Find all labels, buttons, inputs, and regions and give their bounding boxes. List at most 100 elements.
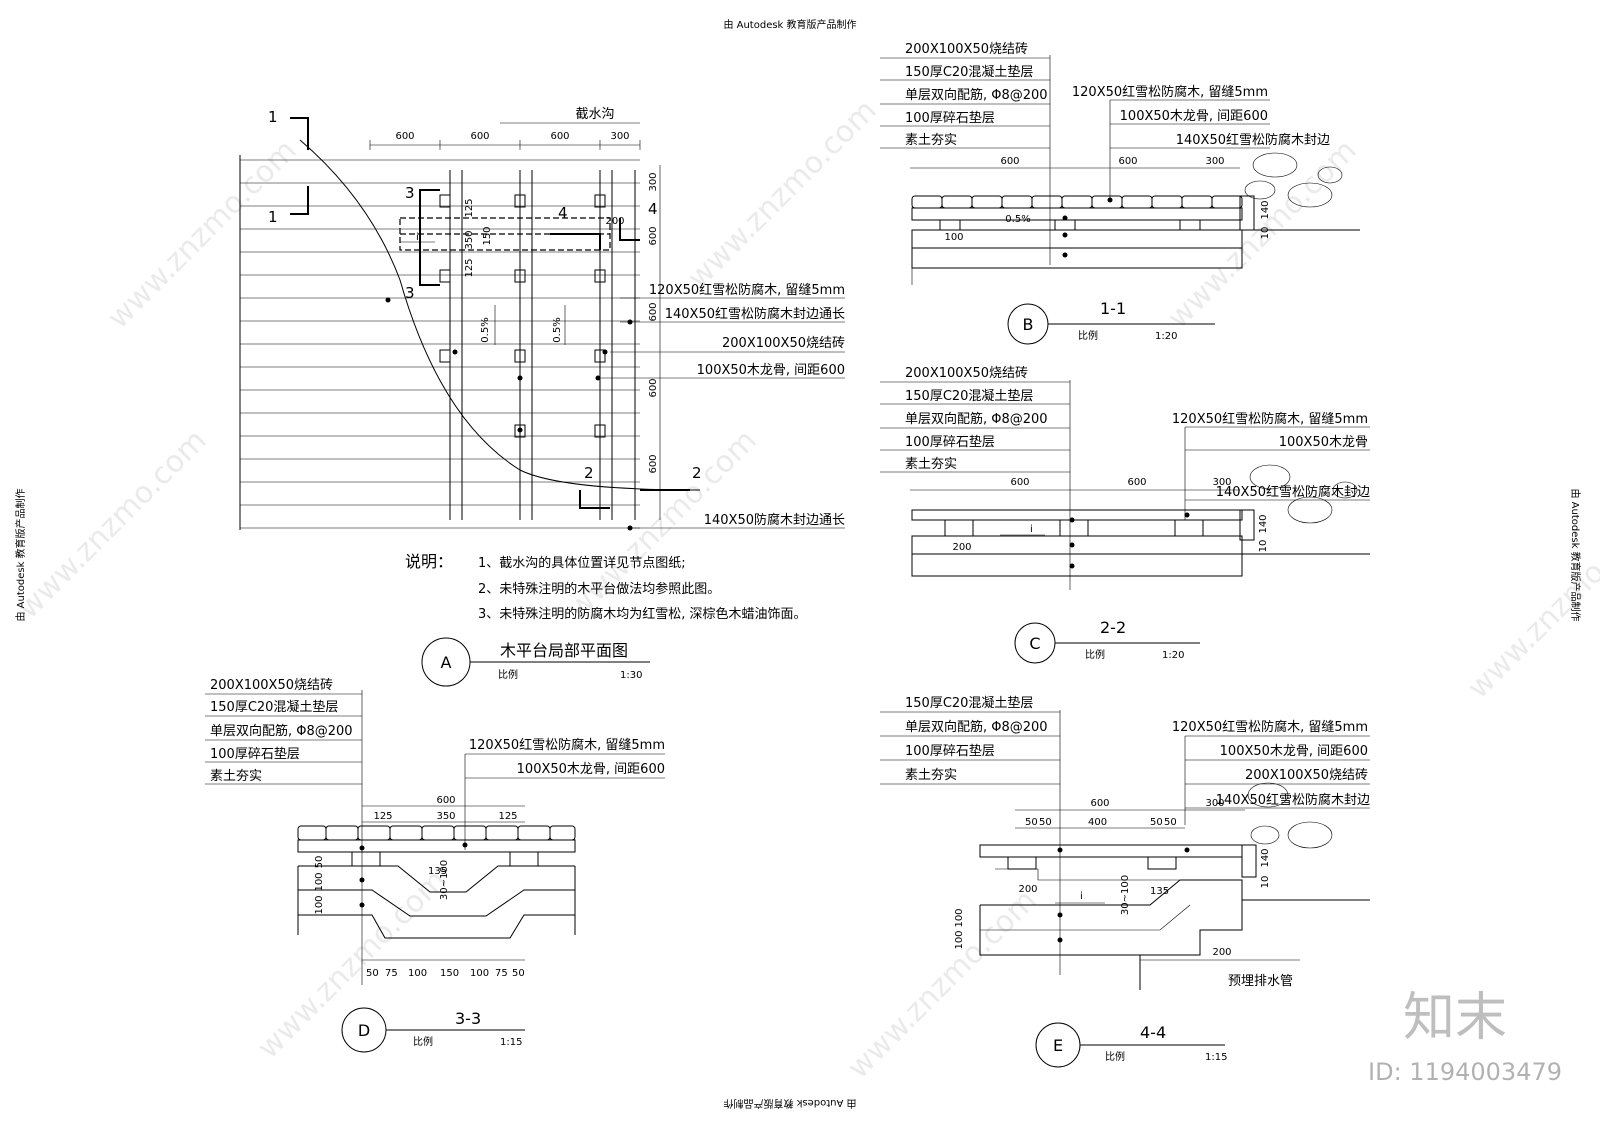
section-e-layer: 单层双向配筋, Φ8@200 (905, 719, 1048, 735)
section-b-callout: 140X50红雪松防腐木封边 (1176, 132, 1330, 148)
section-d-dim-bottom: 75 (495, 968, 508, 979)
section-b-scale-label: 比例 (1078, 329, 1098, 342)
plan-dim-right: 600 (648, 454, 659, 473)
plan-dim-mid: 125 (464, 198, 475, 217)
section-c-scale: 1:20 (1162, 650, 1184, 661)
section-d-layer: 150厚C20混凝土垫层 (210, 699, 338, 715)
section-mark: 4 (558, 204, 568, 222)
section-d-layer: 素土夯实 (210, 769, 262, 784)
section-e-dim-top: 50 (1150, 817, 1163, 828)
plan-a-title: A 木平台局部平面图 比例 1:30 (421, 637, 650, 687)
watermark-url: www.znzmo.com (251, 863, 454, 1066)
section-d-callout: 120X50红雪松防腐木, 留缝5mm (469, 737, 665, 753)
section-c-layer: 150厚C20混凝土垫层 (905, 388, 1033, 404)
section-e-layer: 100厚碎石垫层 (905, 743, 995, 759)
plan-flow: i (416, 232, 419, 243)
plan-dim-right: 600 (648, 302, 659, 321)
plan-callout: 120X50红雪松防腐木, 留缝5mm (649, 282, 845, 298)
plan-a-title-text: 木平台局部平面图 (500, 641, 628, 660)
watermark-url: www.znzmo.com (11, 423, 214, 626)
plan-dim-right: 300 (648, 172, 659, 191)
section-b-callout: 100X50木龙骨, 间距600 (1120, 109, 1268, 124)
section-e-dim-range: 30~100 (1120, 875, 1131, 915)
plan-callout: 140X50红雪松防腐木封边通长 (665, 306, 845, 322)
section-e-dim-top: 400 (1088, 817, 1107, 828)
section-mark: 2 (584, 464, 594, 482)
section-c-layer: 单层双向配筋, Φ8@200 (905, 411, 1048, 427)
section-b-dim: 300 (1205, 156, 1224, 167)
brand-watermark: 知末 (1403, 988, 1507, 1048)
section-e-dim-140: 140 (1260, 848, 1271, 867)
section-e-label: E (1053, 1036, 1063, 1055)
section-mark: 3 (405, 284, 415, 302)
section-b-layer: 150厚C20混凝土垫层 (905, 64, 1033, 80)
section-c-drawing: 200X100X50烧结砖 150厚C20混凝土垫层 单层双向配筋, Φ8@20… (880, 366, 1370, 664)
section-c-scale-label: 比例 (1085, 648, 1105, 661)
watermark-layer: www.znzmo.com www.znzmo.com www.znzmo.co… (11, 93, 1600, 1086)
section-b-dim: 600 (1118, 156, 1137, 167)
section-d-dim-left: 100 (314, 895, 325, 914)
section-d-dim-bottom: 150 (440, 968, 459, 979)
section-d-callout: 100X50木龙骨, 间距600 (517, 762, 665, 777)
plan-a-scale: 1:30 (620, 670, 642, 681)
section-b-layer: 素土夯实 (905, 133, 957, 148)
section-e-dim-top: 50 (1164, 817, 1177, 828)
section-d-dim-bottom: 100 (470, 968, 489, 979)
watermark-url: www.znzmo.com (681, 93, 884, 296)
plan-dim-right: 600 (648, 226, 659, 245)
plan-dim-top: 300 (610, 131, 629, 142)
section-e-drawing: 150厚C20混凝土垫层 单层双向配筋, Φ8@200 100厚碎石垫层 素土夯… (880, 695, 1370, 1068)
section-mark: 4 (648, 200, 658, 218)
note-item: 2、未特殊注明的木平台做法均参照此图。 (478, 581, 720, 597)
section-e-dim-135: 135 (1150, 886, 1169, 897)
section-d-scale: 1:15 (500, 1037, 522, 1048)
section-d-dim-bottom: 75 (385, 968, 398, 979)
id-watermark: ID: 1194003479 (1368, 1058, 1562, 1086)
section-b-title: 1-1 (1100, 299, 1126, 318)
plan-dim-mid: 150 (482, 226, 493, 245)
section-e-dim-left: 100 (954, 930, 965, 949)
section-b-drawing: 200X100X50烧结砖 150厚C20混凝土垫层 单层双向配筋, Φ8@20… (880, 42, 1360, 345)
section-c-layer: 100厚碎石垫层 (905, 434, 995, 450)
section-c-dim: 600 (1127, 477, 1146, 488)
section-d-dim-range: 30~100 (439, 860, 450, 900)
section-e-dim-200b: 200 (1212, 947, 1231, 958)
header-credit: 由 Autodesk 教育版产品制作 (723, 18, 856, 31)
section-c-layer: 素土夯实 (905, 457, 957, 472)
section-b-layer: 200X100X50烧结砖 (905, 42, 1028, 57)
section-b-layer: 100厚碎石垫层 (905, 110, 995, 126)
section-d-dim-left: 50 (314, 856, 325, 869)
plan-slope: 0.5% (552, 317, 563, 342)
section-d-layer: 单层双向配筋, Φ8@200 (210, 723, 353, 739)
section-c-layer: 200X100X50烧结砖 (905, 366, 1028, 381)
notes-block: 说明： 1、截水沟的具体位置详见节点图纸; 2、未特殊注明的木平台做法均参照此图… (405, 552, 807, 622)
section-b-dim: 600 (1000, 156, 1019, 167)
section-e-callout: 200X100X50烧结砖 (1245, 768, 1368, 783)
section-mark: 2 (692, 464, 702, 482)
section-e-callout: 120X50红雪松防腐木, 留缝5mm (1172, 719, 1368, 735)
watermark-url: www.znzmo.com (101, 133, 304, 336)
section-b-dim-140: 140 (1260, 200, 1271, 219)
section-b-callout: 120X50红雪松防腐木, 留缝5mm (1072, 84, 1268, 100)
plan-callout: 100X50木龙骨, 间距600 (697, 363, 845, 378)
section-d-label: D (358, 1021, 370, 1040)
section-c-callout: 140X50红雪松防腐木封边 (1216, 484, 1370, 500)
plan-dim-top: 600 (395, 131, 414, 142)
note-item: 1、截水沟的具体位置详见节点图纸; (478, 555, 686, 571)
section-d-dim-bottom: 50 (512, 968, 525, 979)
section-d-dim-total: 600 (436, 795, 455, 806)
section-d-scale-label: 比例 (413, 1035, 433, 1048)
section-e-scale-label: 比例 (1105, 1050, 1125, 1063)
section-e-dim-300: 300 (1205, 798, 1224, 809)
notes-title: 说明： (405, 552, 453, 571)
plan-dim-mid: 125 (464, 258, 475, 277)
note-item: 3、未特殊注明的防腐木均为红雪松, 深棕色木蜡油饰面。 (478, 606, 807, 622)
section-e-dim-total: 600 (1090, 798, 1109, 809)
plan-a-scale-label: 比例 (498, 668, 518, 681)
section-e-layer: 素土夯实 (905, 768, 957, 783)
section-d-title: 3-3 (455, 1009, 481, 1028)
section-d-drawing: 200X100X50烧结砖 150厚C20混凝土垫层 单层双向配筋, Φ8@20… (205, 678, 665, 1053)
section-b-dim-100: 100 (944, 232, 963, 243)
section-e-scale: 1:15 (1205, 1052, 1227, 1063)
